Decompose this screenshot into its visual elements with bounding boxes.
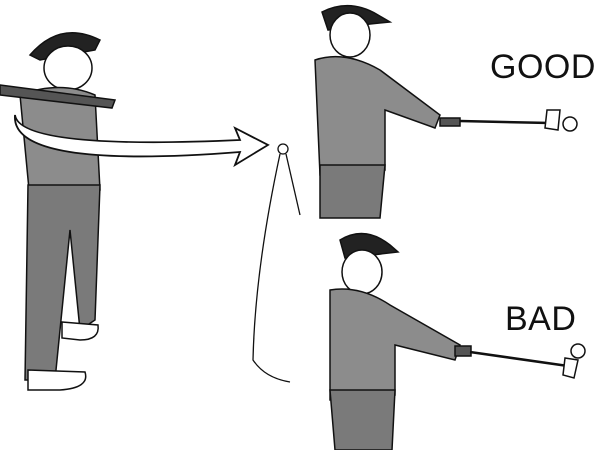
golfer-bad: [329, 232, 586, 450]
swing-arrow: [14, 114, 270, 168]
good-label: GOOD: [490, 48, 596, 86]
bad-label: BAD: [505, 300, 577, 338]
golfer-left: [0, 32, 117, 391]
golfer-good: [314, 5, 578, 219]
pendulum-diagram: [252, 143, 301, 383]
